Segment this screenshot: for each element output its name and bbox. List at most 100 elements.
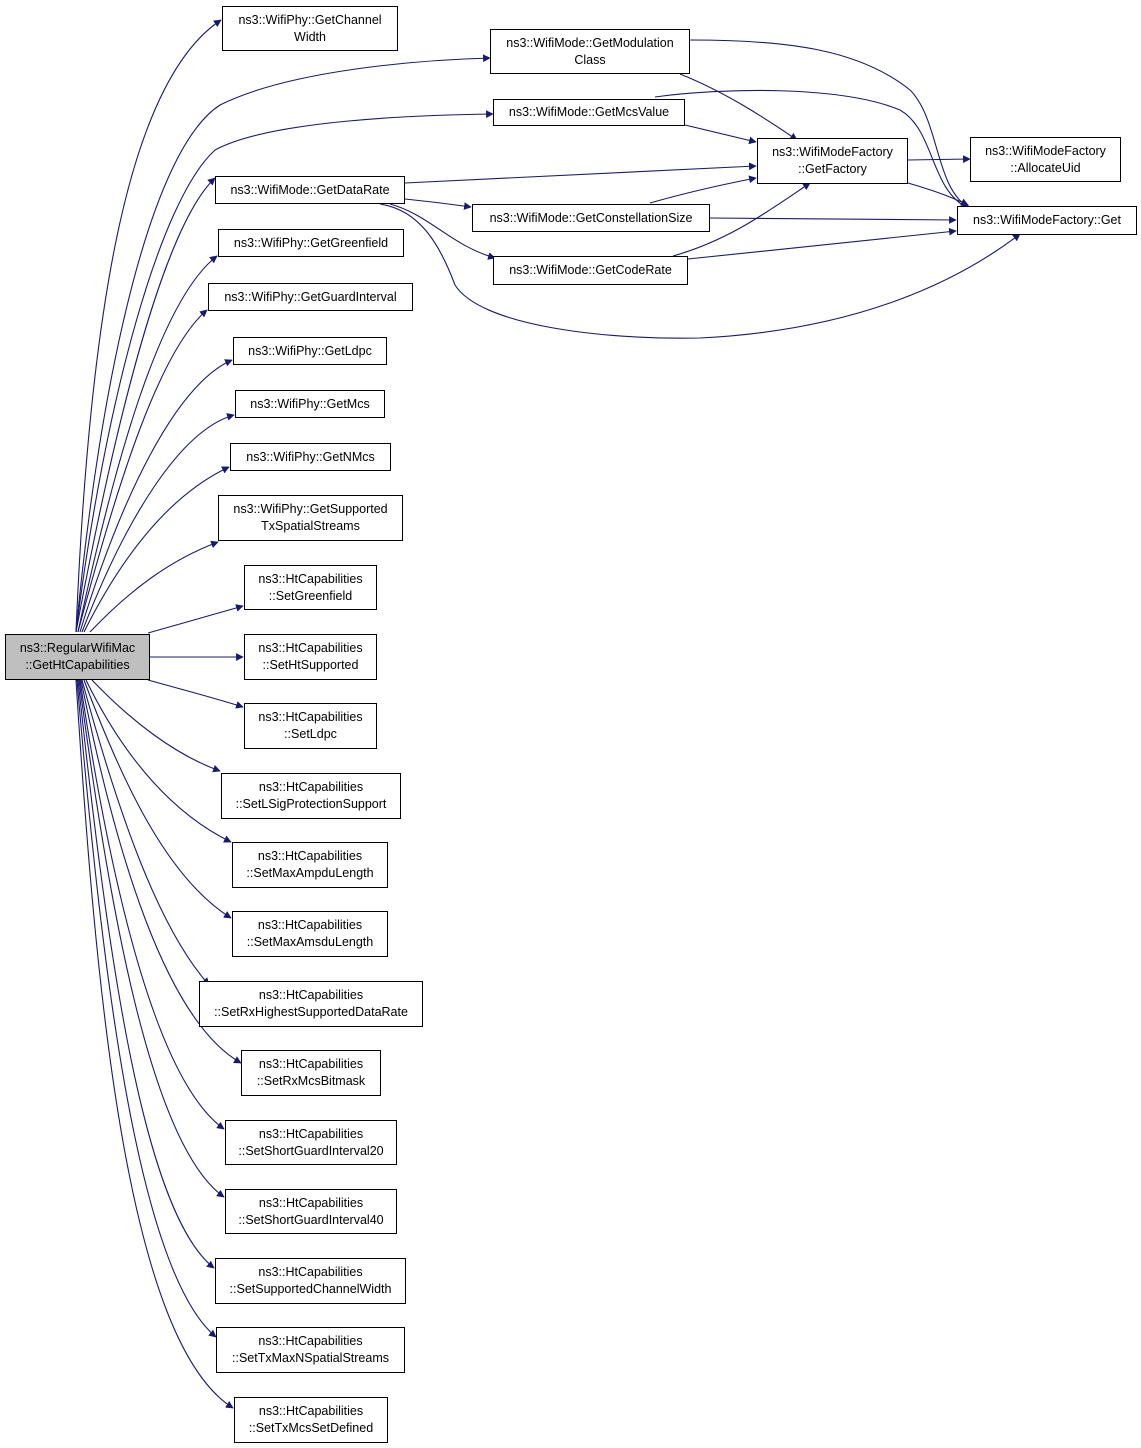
node-line: ns3::RegularWifiMac bbox=[19, 641, 136, 655]
node-wifimode-get-constellation-size[interactable]: ns3::WifiMode::GetConstellationSize bbox=[472, 204, 710, 232]
node-wifimodefactory-allocate-uid[interactable]: ns3::WifiModeFactory::AllocateUid bbox=[970, 137, 1121, 182]
node-line: ::SetSupportedChannelWidth bbox=[229, 1282, 392, 1296]
node-wifiphy-get-guard-interval[interactable]: ns3::WifiPhy::GetGuardInterval bbox=[208, 283, 413, 311]
node-line: ns3::HtCapabilities bbox=[258, 988, 364, 1002]
node-htcapabilities-set-tx-mcs-set-defined[interactable]: ns3::HtCapabilities::SetTxMcsSetDefined bbox=[234, 1397, 388, 1443]
edge-constsz-get bbox=[709, 216, 957, 224]
edge-datarate-coderate bbox=[389, 203, 496, 260]
node-line: ns3::HtCapabilities bbox=[258, 710, 363, 724]
edge-root-txss bbox=[89, 540, 219, 633]
node-htcapabilities-set-short-guard-interval-20[interactable]: ns3::HtCapabilities::SetShortGuardInterv… bbox=[225, 1120, 397, 1165]
node-htcapabilities-set-short-guard-interval-40[interactable]: ns3::HtCapabilities::SetShortGuardInterv… bbox=[225, 1189, 397, 1234]
node-line: ::SetMaxAmpduLength bbox=[246, 866, 374, 880]
node-line: ns3::WifiMode::GetModulation bbox=[506, 35, 674, 50]
edge-root-setscw bbox=[77, 679, 215, 1269]
edge-root-setamsdu bbox=[83, 679, 232, 919]
node-line: ns3::WifiMode::GetCodeRate bbox=[509, 263, 672, 277]
node-htcapabilities-set-supported-channel-width[interactable]: ns3::HtCapabilities::SetSupportedChannel… bbox=[215, 1258, 406, 1304]
node-line: ns3::HtCapabilities bbox=[258, 780, 364, 794]
node-line: ns3::WifiPhy::GetChannel bbox=[238, 12, 382, 27]
edge-root-setldpc bbox=[147, 679, 244, 709]
node-line: ns3::HtCapabilities bbox=[258, 1265, 363, 1279]
node-line: ns3::WifiPhy::GetGuardInterval bbox=[224, 289, 397, 304]
edge-root-mcsval bbox=[75, 110, 494, 633]
node-wifiphy-get-mcs[interactable]: ns3::WifiPhy::GetMcs bbox=[235, 390, 385, 418]
node-wifiphy-get-greenfield[interactable]: ns3::WifiPhy::GetGreenfield bbox=[218, 229, 404, 257]
edge-factory-alloc bbox=[907, 155, 971, 163]
edge-root-setlsig bbox=[91, 679, 221, 773]
node-line: ::SetGreenfield bbox=[268, 588, 353, 603]
node-htcapabilities-set-greenfield[interactable]: ns3::HtCapabilities::SetGreenfield bbox=[244, 565, 377, 610]
node-line: ::SetRxHighestSupportedDataRate bbox=[214, 1005, 408, 1019]
edge-mcsval-get bbox=[654, 89, 969, 209]
node-line: ns3::HtCapabilities bbox=[258, 1126, 364, 1141]
node-wifiphy-get-ldpc[interactable]: ns3::WifiPhy::GetLdpc bbox=[233, 337, 387, 365]
node-line: ns3::HtCapabilities bbox=[257, 918, 363, 932]
node-line: ns3::WifiPhy::GetLdpc bbox=[248, 343, 372, 358]
node-line: ns3::WifiPhy::GetMcs bbox=[250, 396, 370, 411]
edge-root-setgreen bbox=[147, 604, 244, 634]
node-line: ns3::WifiMode::GetDataRate bbox=[230, 182, 390, 197]
node-wifimode-get-mcs-value[interactable]: ns3::WifiMode::GetMcsValue bbox=[493, 99, 685, 126]
node-line: ::SetShortGuardInterval20 bbox=[238, 1143, 384, 1158]
node-line: ::SetHtSupported bbox=[262, 658, 359, 672]
node-line: ns3::HtCapabilities bbox=[258, 1334, 363, 1348]
node-htcapabilities-set-rx-highest-supported-data-rate[interactable]: ns3::HtCapabilities::SetRxHighestSupport… bbox=[199, 981, 423, 1027]
edge-datarate-constsz bbox=[404, 198, 472, 210]
node-line: ns3::HtCapabilities bbox=[258, 1404, 364, 1418]
edge-factory-get bbox=[907, 182, 969, 206]
node-wifimode-get-data-rate[interactable]: ns3::WifiMode::GetDataRate bbox=[215, 176, 405, 204]
edge-datarate-get bbox=[379, 203, 1021, 339]
node-line: ns3::WifiPhy::GetGreenfield bbox=[233, 235, 389, 250]
edge-coderate-factory bbox=[672, 182, 811, 257]
edge-root-setampdu bbox=[85, 679, 232, 843]
node-wifimodefactory-get[interactable]: ns3::WifiModeFactory::Get bbox=[957, 206, 1137, 235]
node-line: ::GetHtCapabilities bbox=[25, 658, 130, 672]
node-wifiphy-get-nmcs[interactable]: ns3::WifiPhy::GetNMcs bbox=[230, 443, 391, 471]
node-line: ns3::WifiModeFactory bbox=[772, 145, 893, 159]
edge-root-gi bbox=[77, 309, 208, 633]
edge-root-datarate bbox=[75, 177, 216, 633]
node-line: ::SetLdpc bbox=[284, 727, 337, 741]
node-htcapabilities-set-rx-mcs-bitmask[interactable]: ns3::HtCapabilities::SetRxMcsBitmask bbox=[241, 1050, 381, 1096]
node-line: TxSpatialStreams bbox=[261, 519, 360, 533]
edge-root-settxmcs bbox=[75, 679, 234, 1409]
node-line: ::SetLSigProtectionSupport bbox=[235, 797, 387, 811]
node-line: ns3::HtCapabilities bbox=[258, 571, 363, 586]
node-htcapabilities-set-tx-max-n-spatial-streams[interactable]: ns3::HtCapabilities::SetTxMaxNSpatialStr… bbox=[216, 1327, 405, 1373]
edge-root-chw bbox=[75, 19, 222, 633]
node-line: ns3::WifiModeFactory::Get bbox=[973, 213, 1121, 227]
node-line: Class bbox=[574, 52, 606, 67]
node-line: Width bbox=[294, 29, 326, 44]
node-wifimode-get-code-rate[interactable]: ns3::WifiMode::GetCodeRate bbox=[493, 256, 688, 285]
edge-mcsval-factory bbox=[684, 124, 757, 145]
edge-root-setsgi40 bbox=[78, 679, 225, 1198]
node-line: ns3::WifiPhy::GetNMcs bbox=[246, 449, 375, 464]
node-regularwifimac-get-ht-capabilities[interactable]: ns3::RegularWifiMac::GetHtCapabilities bbox=[5, 634, 150, 680]
node-line: ::SetTxMcsSetDefined bbox=[248, 1421, 374, 1435]
node-line: ::SetTxMaxNSpatialStreams bbox=[232, 1351, 389, 1365]
node-line: ns3::HtCapabilities bbox=[257, 849, 363, 863]
node-line: ns3::HtCapabilities bbox=[258, 641, 363, 655]
node-line: ::GetFactory bbox=[798, 162, 867, 176]
edge-constsz-factory bbox=[649, 175, 757, 204]
node-htcapabilities-set-ldpc[interactable]: ns3::HtCapabilities::SetLdpc bbox=[244, 703, 377, 749]
edge-coderate-get bbox=[687, 227, 957, 260]
node-htcapabilities-set-max-ampdu-length[interactable]: ns3::HtCapabilities::SetMaxAmpduLength bbox=[232, 842, 388, 888]
node-line: ::AllocateUid bbox=[1010, 160, 1081, 175]
node-htcapabilities-set-lsig-protection-support[interactable]: ns3::HtCapabilities::SetLSigProtectionSu… bbox=[221, 773, 401, 819]
edge-root-nmcs bbox=[83, 466, 230, 633]
edge-root-setrxhigh bbox=[81, 679, 210, 986]
node-line: ns3::WifiMode::GetMcsValue bbox=[508, 105, 670, 119]
node-line: ::SetRxMcsBitmask bbox=[256, 1074, 366, 1088]
node-line: ::SetMaxAmsduLength bbox=[246, 935, 374, 949]
node-line: ns3::WifiMode::GetConstellationSize bbox=[489, 210, 693, 225]
node-htcapabilities-set-max-amsdu-length[interactable]: ns3::HtCapabilities::SetMaxAmsduLength bbox=[232, 911, 388, 957]
node-wifimodefactory-get-factory[interactable]: ns3::WifiModeFactory::GetFactory bbox=[757, 138, 908, 184]
edge-root-modcls bbox=[75, 54, 491, 633]
node-htcapabilities-set-ht-supported[interactable]: ns3::HtCapabilities::SetHtSupported bbox=[244, 634, 377, 680]
node-line: ::SetShortGuardInterval40 bbox=[238, 1212, 384, 1227]
